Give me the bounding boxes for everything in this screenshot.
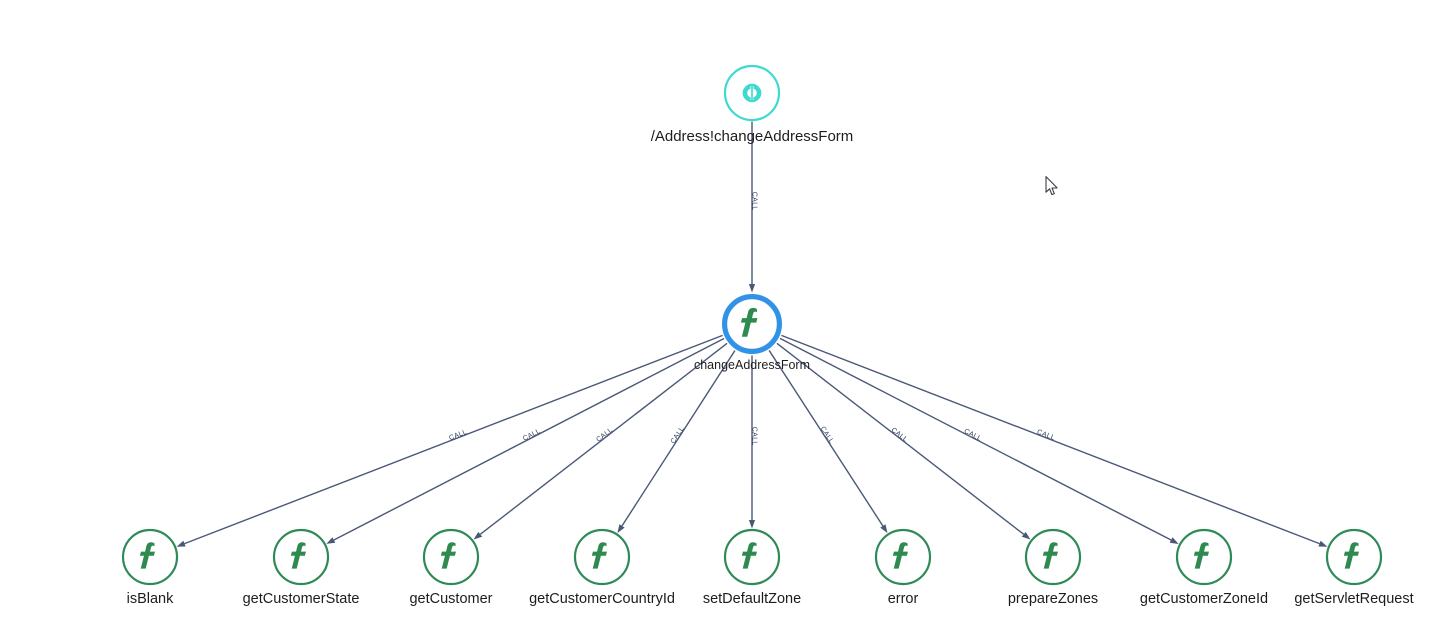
- leaf-node-label: getCustomerState: [242, 591, 360, 607]
- edge-label: CALL: [522, 428, 542, 443]
- function-icon: [1343, 542, 1359, 569]
- leaf-node-label: getCustomer: [409, 591, 493, 607]
- edge-label: CALL: [448, 429, 468, 442]
- graph-edge[interactable]: CALL: [748, 355, 758, 529]
- graph-node-function[interactable]: [723, 528, 781, 586]
- function-icon: [741, 542, 757, 569]
- graph-edge[interactable]: CALL: [176, 334, 723, 547]
- edge-label: CALL: [1036, 429, 1056, 442]
- function-icon: [740, 307, 758, 337]
- graph-node-function[interactable]: [272, 528, 330, 586]
- leaf-node-label: isBlank: [126, 591, 174, 607]
- leaf-node-label: getCustomerCountryId: [529, 591, 675, 607]
- graph-edge[interactable]: CALL: [326, 337, 725, 544]
- graph-edge[interactable]: CALL: [617, 350, 736, 534]
- function-icon: [591, 542, 607, 569]
- edge-label: CALL: [963, 428, 983, 443]
- edge-label: CALL: [595, 427, 614, 444]
- leaf-node-label: getServletRequest: [1294, 591, 1414, 607]
- graph-edge[interactable]: CALL: [748, 121, 758, 293]
- graph-node-function[interactable]: [1175, 528, 1233, 586]
- graph-edge[interactable]: CALL: [779, 337, 1179, 544]
- graph-node-selected[interactable]: [721, 294, 782, 355]
- function-icon: [290, 542, 306, 569]
- api-endpoint-icon: [742, 83, 762, 103]
- selected-node-label: changeAddressForm: [693, 358, 811, 372]
- leaf-node-label: setDefaultZone: [702, 591, 802, 607]
- graph-node-root[interactable]: [723, 64, 781, 122]
- graph-node-function[interactable]: [573, 528, 631, 586]
- graph-edge[interactable]: CALL: [776, 342, 1031, 540]
- function-icon: [1193, 542, 1209, 569]
- edge-label: CALL: [751, 427, 758, 446]
- graph-node-function[interactable]: [422, 528, 480, 586]
- graph-node-function[interactable]: [1024, 528, 1082, 586]
- function-icon: [139, 542, 155, 569]
- graph-node-function[interactable]: [874, 528, 932, 586]
- function-icon: [1042, 542, 1058, 569]
- function-icon: [892, 542, 908, 569]
- edge-label: CALL: [670, 426, 686, 446]
- leaf-node-label: getCustomerZoneId: [1139, 591, 1269, 607]
- graph-edge[interactable]: CALL: [768, 350, 888, 534]
- function-icon: [440, 542, 456, 569]
- leaf-node-label: prepareZones: [1007, 591, 1099, 607]
- nodes-group: [121, 64, 1383, 586]
- graph-node-function[interactable]: [1325, 528, 1383, 586]
- graph-edge[interactable]: CALL: [473, 342, 728, 540]
- leaf-node-label: error: [887, 591, 919, 607]
- edge-label: CALL: [819, 426, 835, 446]
- graph-edge[interactable]: CALL: [781, 334, 1328, 547]
- graph-node-function[interactable]: [121, 528, 179, 586]
- edge-label: CALL: [751, 192, 758, 211]
- root-node-label: /Address!changeAddressForm: [650, 128, 854, 145]
- edge-label: CALL: [890, 427, 909, 444]
